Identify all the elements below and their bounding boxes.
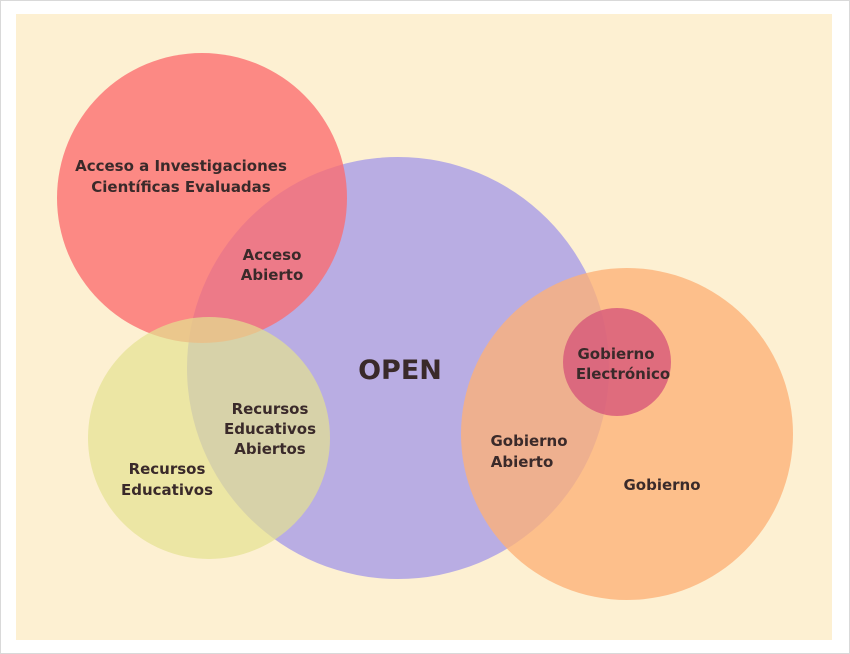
education-label-line2: Educativos (121, 481, 213, 499)
research-circle (57, 53, 347, 343)
open-gov-label-line2: Abierto (491, 453, 554, 471)
oer-label-line2: Educativos (224, 420, 316, 438)
open-access-label-line2: Abierto (241, 266, 304, 284)
egov-label-line2: Electrónico (576, 365, 670, 383)
research-label-line1: Acceso a Investigaciones (75, 157, 287, 175)
oer-label-line3: Abiertos (234, 440, 306, 458)
open-access-label-line1: Acceso (243, 246, 302, 264)
education-label-line1: Recursos (129, 460, 206, 478)
egov-label-line1: Gobierno (577, 345, 654, 363)
government-label: Gobierno (623, 476, 700, 494)
oer-label-line1: Recursos (232, 400, 309, 418)
open-gov-label-line1: Gobierno (490, 432, 567, 450)
research-label-line2: Científicas Evaluadas (91, 178, 271, 196)
education-circle (88, 317, 330, 559)
egov-circle (563, 308, 671, 416)
government-circle (461, 268, 793, 600)
open-center-label: OPEN (358, 355, 442, 386)
